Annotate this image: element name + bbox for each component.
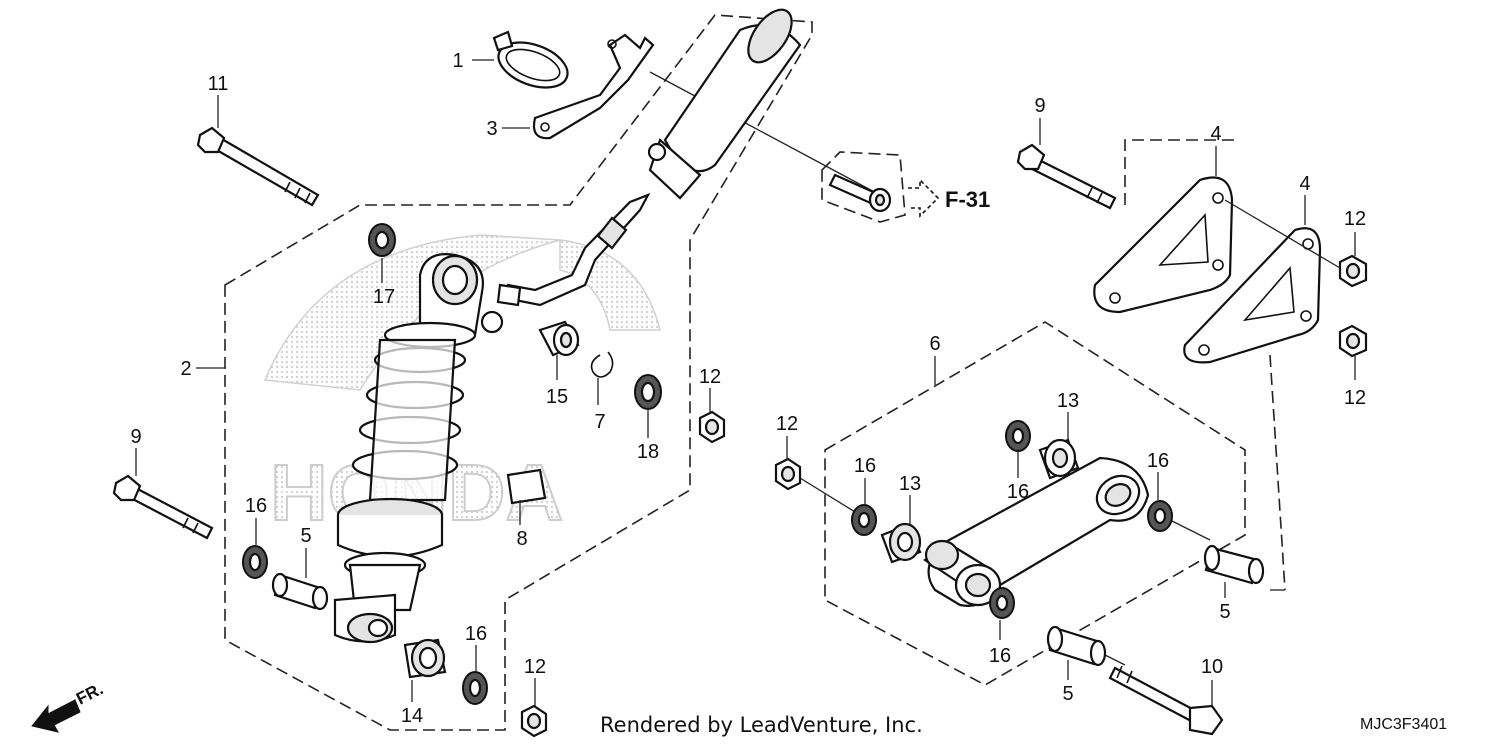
diagram-code: MJC3F3401 [1360, 716, 1447, 733]
link-plate-4a-icon [1093, 176, 1234, 314]
clamp-band-icon [492, 30, 569, 89]
callout-17: 17 [373, 286, 395, 308]
callout-labels: 1 2 3 4 4 5 5 5 6 7 8 9 9 10 11 12 12 12… [130, 50, 1366, 727]
needle-bearing-14-icon [403, 638, 447, 679]
dust-seal-16d-icon [851, 504, 877, 536]
leader-lines [135, 59, 1356, 706]
connector-line [1169, 519, 1211, 541]
shock-link-arm-icon [923, 456, 1150, 607]
callout-3: 3 [486, 118, 497, 140]
callout-5a: 5 [300, 525, 311, 547]
callout-9a: 9 [1034, 95, 1045, 117]
nut-12-bottom-icon [520, 704, 548, 738]
callout-16a: 16 [245, 495, 267, 517]
shock-assembly-boundary [224, 14, 813, 731]
callout-18: 18 [637, 441, 659, 463]
callout-12b: 12 [524, 656, 546, 678]
rear-shock-absorber-icon [333, 253, 504, 644]
label-sticker-icon [506, 468, 547, 505]
bolt-9-right-icon [1016, 143, 1117, 210]
callout-2: 2 [180, 358, 191, 380]
f31-reference-box [821, 151, 906, 223]
nut-12-center-icon [698, 410, 726, 444]
connector-line [1224, 199, 1341, 269]
nut-12-top-right-icon [1338, 254, 1368, 288]
callout-13b: 13 [899, 473, 921, 495]
f31-connector-line [649, 71, 881, 196]
callout-6: 6 [929, 333, 940, 355]
callout-11: 11 [208, 73, 229, 95]
callout-12d: 12 [1344, 208, 1366, 230]
linkage-assembly-boundary [824, 321, 1246, 686]
connector-line [799, 477, 861, 516]
callout-10: 10 [1201, 656, 1223, 678]
callout-16e: 16 [1147, 450, 1169, 472]
callout-16f: 16 [989, 645, 1011, 667]
shock-reservoir-icon [647, 8, 802, 200]
collar-5c-icon [1046, 625, 1107, 667]
bolt-f31-icon [828, 173, 892, 213]
callout-1: 1 [452, 50, 463, 72]
connector-line [1104, 654, 1126, 666]
callout-4a: 4 [1210, 123, 1221, 145]
render-credit: Rendered by LeadVenture, Inc. [600, 713, 923, 737]
front-label: FR. [73, 679, 106, 708]
needle-bearing-13b-icon [880, 522, 922, 564]
callout-9b: 9 [130, 426, 141, 448]
dust-seal-16c-icon [1005, 420, 1031, 452]
callout-15: 15 [546, 386, 568, 408]
front-direction-indicator: FR. [31, 679, 106, 733]
top-bushing-icon [538, 320, 580, 357]
bolt-9-left-icon [112, 474, 214, 540]
callout-8: 8 [516, 528, 527, 550]
bolt-10-icon [1108, 665, 1224, 736]
dust-seal-16e-icon [1147, 500, 1173, 532]
nut-12-bottom-right-icon [1338, 324, 1368, 358]
reference-arrow-icon [908, 178, 940, 218]
dust-seal-16f-icon [989, 587, 1015, 619]
front-arrow-icon [31, 699, 81, 733]
callout-7: 7 [594, 411, 605, 433]
callout-4b: 4 [1299, 173, 1310, 195]
callout-5b: 5 [1219, 601, 1230, 623]
link-plate-4b-icon [1183, 227, 1322, 364]
reservoir-hose-icon [496, 192, 651, 307]
dust-seal-right-icon [634, 374, 662, 410]
circlip-icon [590, 351, 614, 378]
callout-16c: 16 [854, 455, 876, 477]
callout-16b: 16 [465, 623, 487, 645]
dust-seal-16b-icon [462, 671, 488, 705]
bracket-boundary [1124, 139, 1235, 205]
collar-5a-icon [271, 572, 329, 611]
collar-5b-icon [1203, 544, 1265, 585]
bracket-boundary-lower [1269, 354, 1286, 591]
callout-12e: 12 [1344, 387, 1366, 409]
dust-seal-16a-icon [242, 545, 268, 579]
callout-12c: 12 [776, 413, 798, 435]
dust-seal-top-icon [368, 223, 396, 257]
callout-14: 14 [401, 705, 423, 727]
needle-bearing-13a-icon [1038, 438, 1080, 480]
reference-label: F-31 [945, 187, 990, 212]
callout-13a: 13 [1057, 390, 1079, 412]
callout-12a: 12 [699, 366, 721, 388]
bolt-11-icon [196, 126, 320, 207]
callout-5c: 5 [1062, 683, 1073, 705]
nut-12-link-icon [774, 457, 802, 491]
callout-16d: 16 [1007, 481, 1029, 503]
